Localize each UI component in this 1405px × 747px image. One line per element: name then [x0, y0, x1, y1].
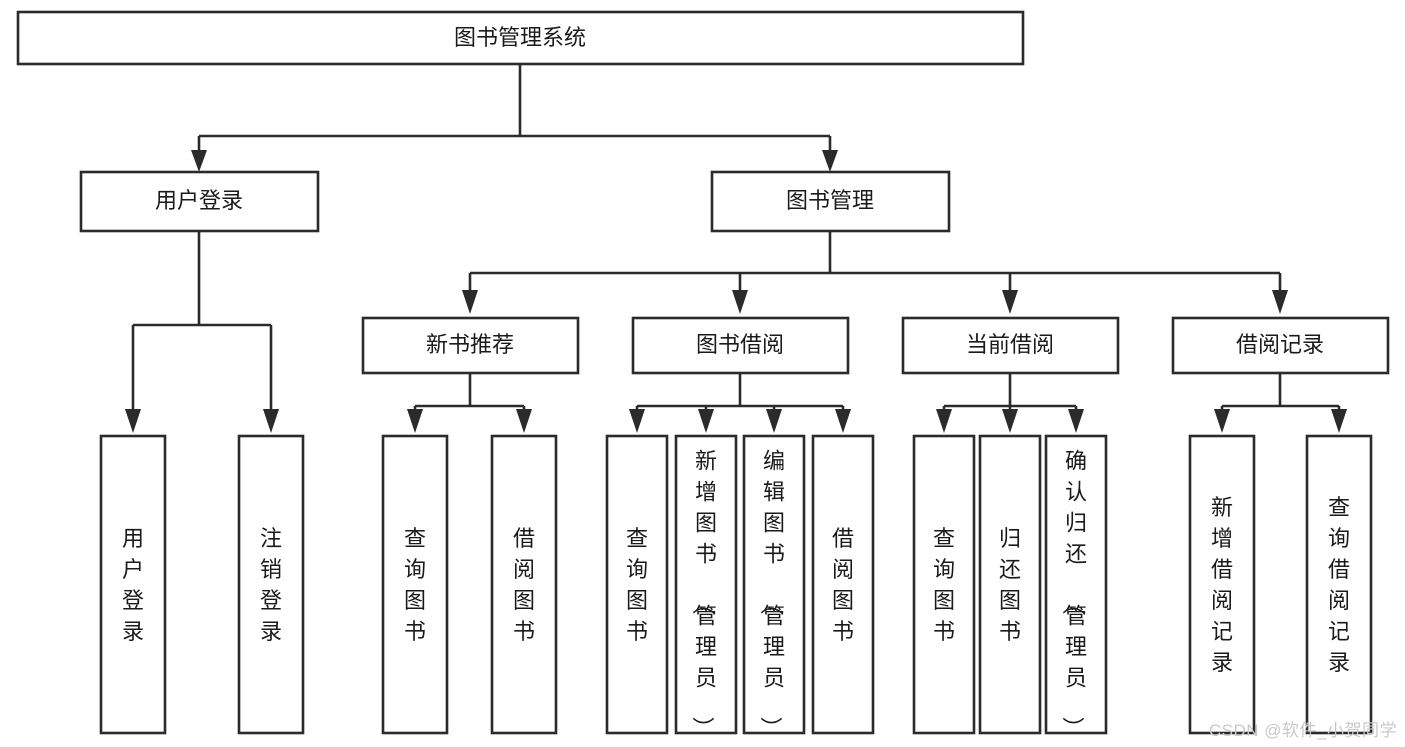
node-leaf-query-book-c[interactable]: 查询图书 — [912, 434, 976, 735]
arrow-to-book-borrow — [732, 290, 748, 314]
node-leaf-borrow-book-b-box[interactable] — [811, 434, 875, 735]
arrow-to-leaf-logout — [263, 409, 279, 433]
node-leaf-add-book[interactable]: 新增图书（管理员） — [674, 434, 738, 739]
node-borrow-record[interactable]: 借阅记录 — [1171, 316, 1390, 375]
node-new-book-recommend-box[interactable] — [361, 316, 580, 375]
node-leaf-add-record-box[interactable] — [1188, 434, 1256, 735]
node-leaf-query-book-c-box[interactable] — [912, 434, 976, 735]
node-borrow-record-box[interactable] — [1171, 316, 1390, 375]
node-book-management-label: 图书管理 — [786, 188, 874, 213]
node-leaf-return-book-box[interactable] — [978, 434, 1042, 735]
arrow-to-leaf-edit-book — [766, 409, 782, 433]
node-leaf-edit-book-box[interactable] — [742, 434, 806, 735]
arrow-to-leaf-confirm-return — [1068, 409, 1084, 433]
node-leaf-query-record-box[interactable] — [1305, 434, 1373, 735]
node-leaf-user-login-box[interactable] — [99, 434, 167, 735]
arrow-to-borrow-record — [1272, 290, 1288, 314]
node-leaf-query-record[interactable]: 查询借阅记录 — [1305, 434, 1373, 735]
node-leaf-user-login-label: 用户登录 — [122, 526, 144, 644]
node-leaf-add-book-box[interactable] — [674, 434, 738, 735]
node-leaf-borrow-book-a-box[interactable] — [490, 434, 558, 735]
arrow-to-user-login — [191, 150, 207, 172]
node-leaf-query-book-b-box[interactable] — [605, 434, 669, 735]
node-user-login-box[interactable] — [79, 170, 320, 233]
node-root-box[interactable] — [16, 10, 1025, 66]
arrow-to-leaf-add-record — [1214, 409, 1230, 433]
arrow-to-leaf-query-book-b — [629, 409, 645, 433]
node-leaf-return-book[interactable]: 归还图书 — [978, 434, 1042, 735]
node-leaf-logout-box[interactable] — [237, 434, 305, 735]
node-book-management-box[interactable] — [710, 170, 951, 233]
arrow-to-leaf-query-book-c — [936, 409, 952, 433]
node-new-book-recommend[interactable]: 新书推荐 — [361, 316, 580, 375]
node-leaf-query-book-a-label: 查询图书 — [404, 526, 426, 644]
node-leaf-return-book-label: 归还图书 — [999, 526, 1021, 644]
node-user-login-label: 用户登录 — [155, 188, 243, 213]
node-user-login[interactable]: 用户登录 — [79, 170, 320, 233]
arrow-to-leaf-return-book — [1002, 409, 1018, 433]
node-new-book-recommend-label: 新书推荐 — [426, 332, 514, 357]
node-leaf-confirm-return[interactable]: 确认归还（管理员） — [1044, 434, 1108, 739]
arrow-to-leaf-query-book-a — [407, 409, 423, 433]
node-current-borrow-box[interactable] — [901, 316, 1120, 375]
arrow-to-leaf-user-login — [125, 409, 141, 433]
arrow-to-current-borrow — [1002, 290, 1018, 314]
node-leaf-confirm-return-label: 确认归还（管理员） — [1060, 449, 1087, 739]
arrow-to-leaf-borrow-book-a — [516, 409, 532, 433]
node-root[interactable]: 图书管理系统 — [16, 10, 1025, 66]
node-leaf-add-record[interactable]: 新增借阅记录 — [1188, 434, 1256, 735]
node-book-borrow-box[interactable] — [631, 316, 850, 375]
node-leaf-query-book-c-label: 查询图书 — [933, 526, 955, 644]
node-book-borrow-label: 图书借阅 — [696, 332, 784, 357]
node-leaf-borrow-book-b-label: 借阅图书 — [832, 526, 854, 644]
node-leaf-logout-label: 注销登录 — [260, 526, 282, 644]
arrow-to-new-book — [462, 290, 478, 314]
arrow-to-leaf-add-book — [698, 409, 714, 433]
node-root-label: 图书管理系统 — [454, 25, 586, 50]
connector-layer — [125, 64, 1347, 433]
node-leaf-user-login[interactable]: 用户登录 — [99, 434, 167, 735]
node-leaf-query-book-a[interactable]: 查询图书 — [381, 434, 449, 735]
node-leaf-logout[interactable]: 注销登录 — [237, 434, 305, 735]
node-leaf-borrow-book-a[interactable]: 借阅图书 — [490, 434, 558, 735]
node-leaf-query-book-a-box[interactable] — [381, 434, 449, 735]
node-leaf-borrow-book-a-label: 借阅图书 — [513, 526, 535, 644]
node-book-management[interactable]: 图书管理 — [710, 170, 951, 233]
node-leaf-add-record-label: 新增借阅记录 — [1211, 495, 1233, 675]
node-leaf-add-book-label: 新增图书（管理员） — [690, 449, 717, 739]
arrow-to-book-mgmt — [822, 150, 838, 172]
node-leaf-query-record-label: 查询借阅记录 — [1328, 495, 1350, 675]
node-leaf-edit-book[interactable]: 编辑图书（管理员） — [742, 434, 806, 739]
node-leaf-borrow-book-b[interactable]: 借阅图书 — [811, 434, 875, 735]
node-borrow-record-label: 借阅记录 — [1236, 332, 1324, 357]
node-book-borrow[interactable]: 图书借阅 — [631, 316, 850, 375]
arrow-to-leaf-query-record — [1331, 409, 1347, 433]
node-leaf-query-book-b-label: 查询图书 — [626, 526, 648, 644]
node-current-borrow[interactable]: 当前借阅 — [901, 316, 1120, 375]
node-leaf-query-book-b[interactable]: 查询图书 — [605, 434, 669, 735]
node-current-borrow-label: 当前借阅 — [966, 332, 1054, 357]
node-leaf-edit-book-label: 编辑图书（管理员） — [758, 449, 785, 739]
node-leaf-confirm-return-box[interactable] — [1044, 434, 1108, 735]
arrow-to-leaf-borrow-book-b — [835, 409, 851, 433]
